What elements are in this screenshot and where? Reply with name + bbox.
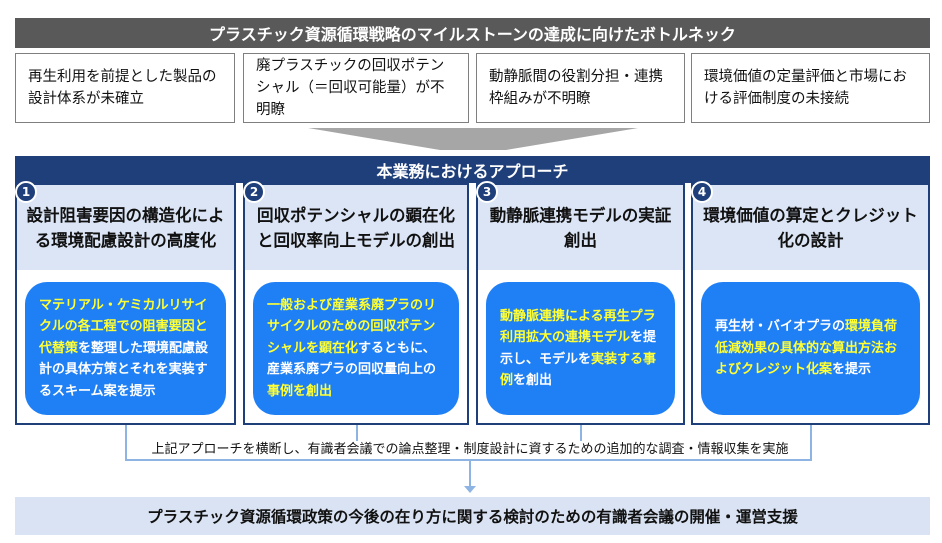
desc-segment: を整理した環境配慮設計の具体方策とそれを実装するスキーム案を提示: [39, 340, 209, 399]
desc-segment: 実装する事例: [500, 351, 657, 389]
bottleneck-1: 再生利用を前提とした製品の設計体系が未確立: [15, 53, 235, 123]
number-badge: 1: [15, 181, 37, 203]
desc-segment: 一般および産業系廃プラのリサイクルのための回収ポテンシャルを顕在化: [267, 297, 437, 356]
arrowhead-icon: [464, 486, 476, 493]
approach-description: 再生材・バイオプラの環境負荷低減効果の具体的な算出方法およびクレジット化案を提示: [701, 282, 920, 415]
bottleneck-4: 環境価値の定量評価と市場における評価制度の未接続: [691, 53, 930, 123]
cross-cutting-note: 上記アプローチを横断し、有識者会議での論点整理・制度設計に資するための追加的な調…: [150, 441, 790, 459]
desc-segment: を提示: [832, 362, 872, 378]
approach-column-1: 1 設計阻害要因の構造化による環境配慮設計の高度化 マテリアル・ケミカルリサイク…: [15, 181, 236, 425]
number-badge: 2: [243, 181, 265, 203]
approach-description: 一般および産業系廃プラのリサイクルのための回収ポテンシャルを顕在化するともに、産…: [253, 282, 459, 415]
bottleneck-title: プラスチック資源循環戦略のマイルストーンの達成に向けたボトルネック: [15, 18, 930, 48]
desc-segment: するともに、産業系廃プラの回収量向上の: [267, 340, 437, 378]
approach-title: 設計阻害要因の構造化による環境配慮設計の高度化: [17, 185, 234, 270]
approach-description: マテリアル・ケミカルリサイクルの各工程での阻害要因と代替策を整理した環境配慮設計…: [25, 282, 226, 415]
bottleneck-3: 動静脈間の役割分担・連携枠組みが不明瞭: [476, 53, 685, 123]
desc-segment: を提示し、モデルを: [500, 330, 657, 367]
bottleneck-2: 廃プラスチックの回収ポテンシャル（＝回収可能量）が不明瞭: [243, 53, 469, 123]
down-arrow: [308, 128, 638, 150]
approach-header: 本業務におけるアプローチ: [15, 156, 930, 183]
desc-segment: 事例を創出: [267, 383, 333, 399]
approach-description: 動静脈連携による再生プラ利用拡大の連携モデルを提示し、モデルを実装する事例を創出: [486, 282, 675, 415]
approach-column-2: 2 回収ポテンシャルの顕在化と回収率向上モデルの創出 一般および産業系廃プラのリ…: [243, 181, 469, 425]
desc-segment: 環境負荷低減効果の具体的な算出方法およびクレジット化案: [715, 319, 898, 378]
approach-title: 回収ポテンシャルの顕在化と回収率向上モデルの創出: [245, 185, 467, 270]
desc-segment: 再生材・バイオプラの: [715, 319, 846, 335]
approach-column-4: 4 環境価値の算定とクレジット化の設計 再生材・バイオプラの環境負荷低減効果の具…: [691, 181, 930, 425]
number-badge: 3: [476, 181, 498, 203]
desc-segment: を創出: [513, 373, 553, 388]
connector-line: [810, 425, 812, 460]
desc-segment: マテリアル・ケミカルリサイクルの各工程での阻害要因と代替策: [39, 297, 208, 356]
approach-title: 環境価値の算定とクレジット化の設計: [693, 185, 928, 270]
number-badge: 4: [691, 181, 713, 203]
final-goal: プラスチック資源循環政策の今後の在り方に関する検討のための有識者会議の開催・運営…: [15, 497, 930, 535]
approach-title: 動静脈連携モデルの実証創出: [478, 185, 683, 270]
connector-line: [469, 459, 471, 489]
connector-line: [125, 459, 812, 461]
approach-column-3: 3 動静脈連携モデルの実証創出 動静脈連携による再生プラ利用拡大の連携モデルを提…: [476, 181, 685, 425]
connector-line: [125, 425, 127, 460]
desc-segment: 動静脈連携による再生プラ利用拡大の連携モデル: [500, 308, 656, 346]
